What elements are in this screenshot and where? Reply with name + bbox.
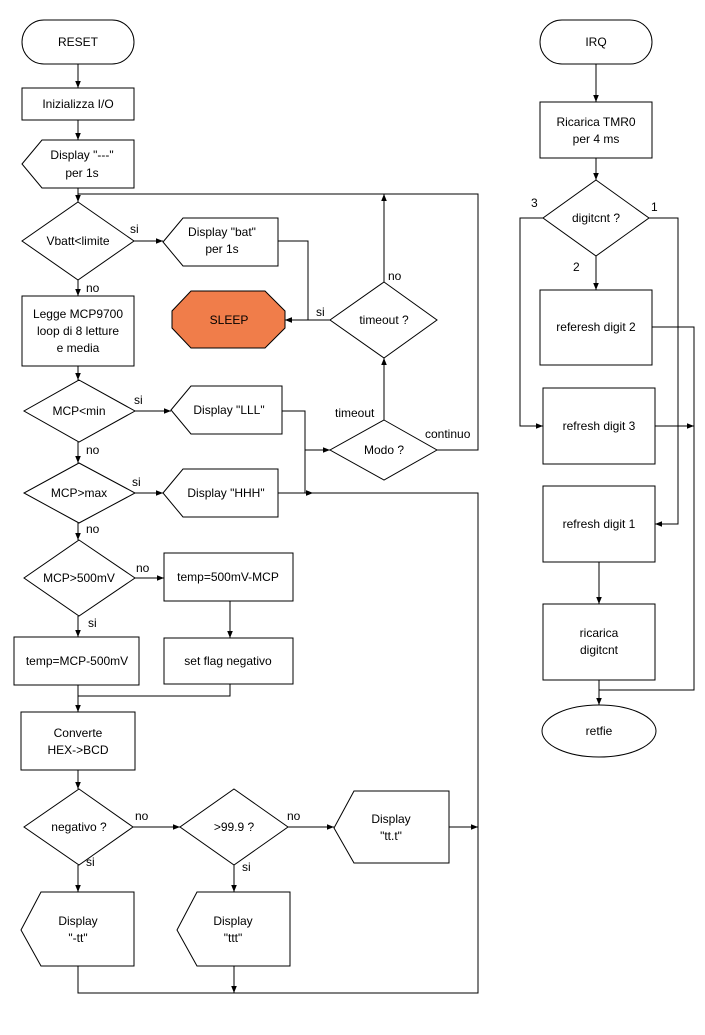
irq-connectors: [519, 64, 695, 705]
ricarica-tmr0-line2: per 4 ms: [573, 132, 620, 146]
display-lll-output: Display "LLL": [170, 385, 283, 435]
vbatt-label: Vbatt<limite: [46, 234, 109, 248]
mcp-max-no-label: no: [86, 522, 100, 536]
display-bat-line2: per 1s: [205, 242, 238, 256]
mcp-min-no-label: no: [86, 443, 100, 457]
temp-neg-label: temp=500mV-MCP: [177, 570, 279, 584]
retfie-label: retfie: [586, 724, 613, 738]
legge-line1: Legge MCP9700: [33, 307, 123, 321]
ricarica-digitcnt-process: ricarica digitcnt: [542, 603, 656, 681]
mcp-min-decision: MCP<min: [22, 379, 137, 443]
timeout-label: timeout ?: [359, 313, 409, 327]
negativo-no-label: no: [135, 809, 149, 823]
ricarica-tmr0-process: Ricarica TMR0 per 4 ms: [539, 101, 653, 159]
display-bat-line1: Display "bat": [188, 225, 256, 239]
converte-line1: Converte: [54, 726, 103, 740]
retfie-terminal: retfie: [541, 704, 657, 758]
display-neg-tt-line1: Display: [58, 914, 97, 928]
gt999-label: >99.9 ?: [214, 820, 255, 834]
reset-label: RESET: [58, 35, 99, 49]
mcp-max-decision: MCP>max: [22, 462, 137, 524]
gt999-yes-label: si: [242, 860, 251, 874]
modo-continuo-label: continuo: [425, 427, 471, 441]
irq-label: IRQ: [585, 35, 606, 49]
mcp-500-no-label: no: [136, 561, 150, 575]
display-ttt-line2: "ttt": [224, 931, 243, 945]
refresh1-label: refresh digit 1: [563, 517, 636, 531]
main-branch-labels: si no si no si no timeout continuo si no…: [86, 222, 471, 874]
mcp-max-yes-label: si: [132, 475, 141, 489]
flag-neg-label: set flag negativo: [184, 654, 272, 668]
sleep-terminal: SLEEP: [171, 290, 286, 349]
temp-neg-process: temp=500mV-MCP: [163, 552, 294, 602]
display-dash-line2: per 1s: [65, 166, 98, 180]
digitcnt-label: digitcnt ?: [572, 211, 620, 225]
legge-line3: e media: [57, 341, 100, 355]
modo-timeout-label: timeout: [335, 406, 375, 420]
vbatt-decision: Vbatt<limite: [21, 201, 135, 281]
vbatt-yes-label: si: [130, 222, 139, 236]
display-ttt-dec-output: Display "tt.t": [333, 790, 450, 864]
negativo-decision: negativo ?: [23, 788, 134, 866]
converte-process: Converte HEX->BCD: [20, 711, 136, 771]
mcp-max-label: MCP>max: [51, 486, 107, 500]
main-connectors: [75, 64, 479, 994]
refresh2-label: referesh digit 2: [556, 320, 636, 334]
mcp-500-label: MCP>500mV: [43, 571, 115, 585]
refresh3-label: refresh digit 3: [563, 419, 636, 433]
reset-terminal: RESET: [21, 19, 135, 65]
negativo-yes-label: si: [86, 855, 95, 869]
timeout-no-label: no: [388, 269, 402, 283]
irq-terminal: IRQ: [539, 19, 653, 65]
flag-neg-process: set flag negativo: [163, 637, 294, 685]
irq-branch-labels: 3 1 2: [531, 196, 658, 274]
display-ttt-output: Display "ttt": [176, 891, 291, 967]
mcp-500-decision: MCP>500mV: [23, 539, 136, 617]
converte-line2: HEX->BCD: [47, 743, 108, 757]
display-neg-tt-output: Display "-tt": [20, 891, 135, 967]
digitcnt-3-label: 3: [531, 196, 538, 210]
legge-process: Legge MCP9700 loop di 8 letture e media: [21, 295, 135, 367]
ricarica-digitcnt-line2: digitcnt: [580, 643, 619, 657]
timeout-yes-label: si: [316, 305, 325, 319]
sleep-label: SLEEP: [210, 313, 249, 327]
refresh3-process: refresh digit 3: [542, 387, 656, 465]
temp-pos-label: temp=MCP-500mV: [26, 654, 128, 668]
mcp-min-label: MCP<min: [52, 404, 105, 418]
display-hhh-label: Display "HHH": [187, 486, 264, 500]
display-dash-output: Display "---" per 1s: [21, 139, 135, 189]
mcp-min-yes-label: si: [134, 393, 143, 407]
vbatt-no-label: no: [86, 281, 100, 295]
temp-pos-process: temp=MCP-500mV: [13, 636, 140, 686]
modo-decision: Modo ?: [328, 419, 439, 481]
display-neg-tt-line2: "-tt": [68, 931, 87, 945]
digitcnt-decision: digitcnt ?: [542, 179, 650, 257]
ricarica-tmr0-line1: Ricarica TMR0: [556, 115, 635, 129]
display-ttt-dec-line1: Display: [371, 812, 410, 826]
display-hhh-output: Display "HHH": [162, 468, 279, 518]
legge-line2: loop di 8 letture: [37, 324, 119, 338]
mcp-500-yes-label: si: [88, 616, 97, 630]
init-io-process: Inizializza I/O: [21, 87, 135, 121]
display-ttt-line1: Display: [213, 914, 252, 928]
digitcnt-1-label: 1: [651, 200, 658, 214]
timeout-decision: timeout ?: [329, 281, 438, 359]
digitcnt-2-label: 2: [573, 260, 580, 274]
ricarica-digitcnt-line1: ricarica: [580, 626, 619, 640]
display-ttt-dec-line2: "tt.t": [380, 829, 402, 843]
gt999-no-label: no: [287, 809, 301, 823]
modo-label: Modo ?: [364, 443, 404, 457]
display-bat-output: Display "bat" per 1s: [162, 217, 279, 267]
refresh2-process: referesh digit 2: [539, 289, 653, 366]
negativo-label: negativo ?: [51, 820, 107, 834]
init-io-label: Inizializza I/O: [42, 97, 113, 111]
gt999-decision: >99.9 ?: [179, 788, 289, 866]
display-dash-line1: Display "---": [50, 148, 113, 162]
display-lll-label: Display "LLL": [193, 403, 264, 417]
refresh1-process: refresh digit 1: [542, 485, 656, 563]
